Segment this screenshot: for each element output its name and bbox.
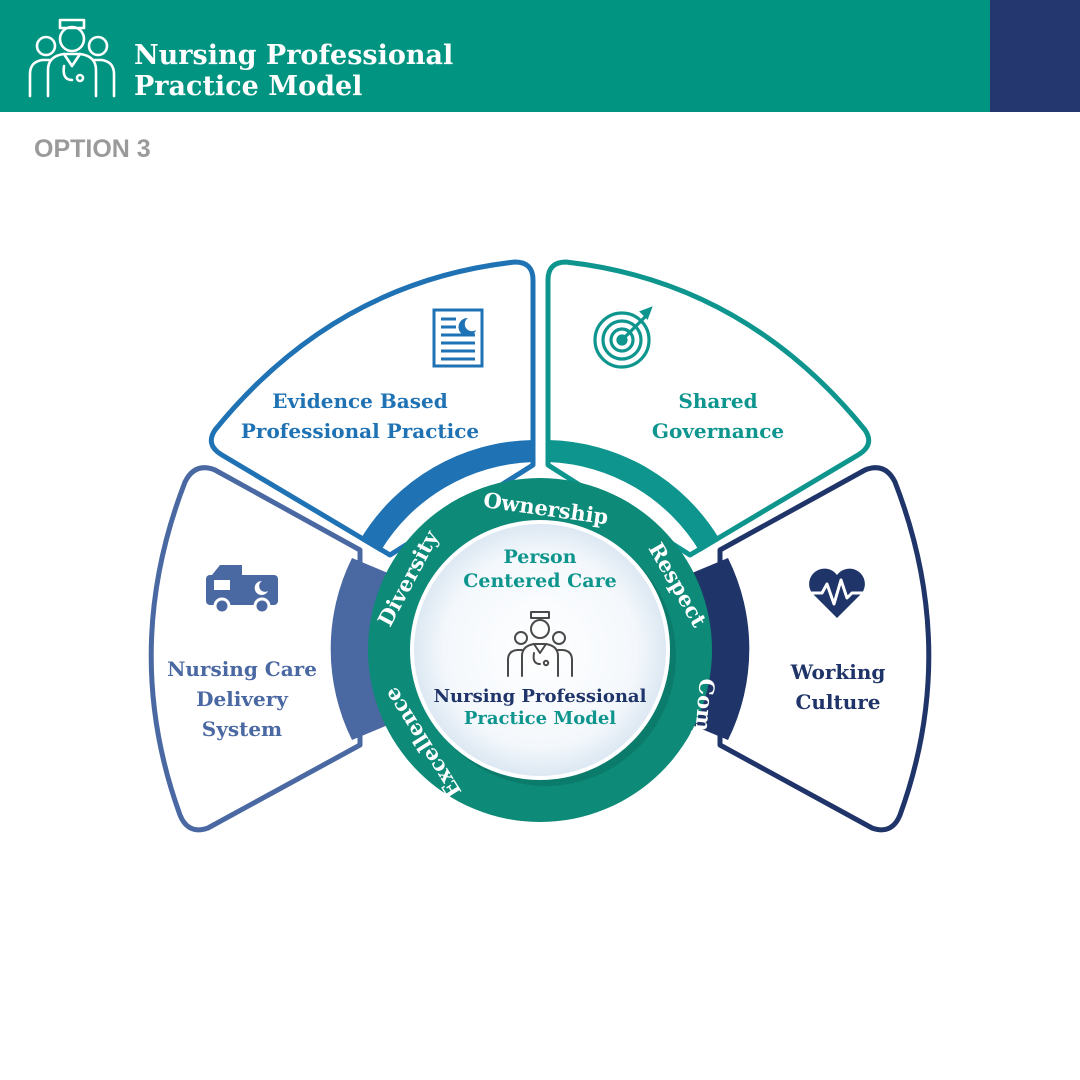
nurses-group-icon: [28, 18, 116, 98]
segment-nursing-care-delivery[interactable]: [148, 465, 363, 833]
label-nursing-care-delivery: Nursing Care Delivery System: [162, 654, 322, 744]
heart-pulse-icon: [808, 568, 866, 618]
center-line-1: Person: [503, 546, 577, 568]
option-label: OPTION 3: [34, 135, 151, 163]
center-nurses-group-icon: [507, 611, 573, 677]
segment-working-culture[interactable]: [717, 465, 932, 833]
header-bar: [0, 0, 1080, 112]
label-evidence-based-practice: Evidence Based Professional Practice: [240, 386, 480, 446]
label-governance-line-2: Governance: [651, 419, 785, 443]
label-delivery-line-1: Nursing Care: [167, 657, 317, 681]
center-circle: [410, 520, 670, 780]
header-title-line-1: Nursing Professional: [134, 40, 454, 71]
label-culture-line-1: Working: [790, 660, 886, 684]
document-moon-icon: [432, 308, 484, 368]
center-person-centered-care: Person Centered Care: [440, 545, 640, 593]
center-title-line-1: Nursing Professional: [433, 686, 647, 707]
center-line-2: Centered Care: [463, 570, 617, 592]
ring-quadrant-evidence: [360, 440, 533, 552]
center-model-title: Nursing Professional Practice Model: [420, 686, 660, 730]
ambulance-icon: [206, 565, 278, 615]
label-delivery-line-3: System: [201, 717, 283, 741]
label-working-culture: Working Culture: [768, 657, 908, 717]
label-governance-line-1: Shared: [678, 389, 758, 413]
center-title-line-2: Practice Model: [463, 708, 617, 729]
label-delivery-line-2: Delivery: [196, 687, 288, 711]
label-evidence-line-1: Evidence Based: [272, 389, 448, 413]
label-evidence-line-2: Professional Practice: [240, 419, 480, 443]
header-title-line-2: Practice Model: [134, 71, 363, 102]
label-shared-governance: Shared Governance: [638, 386, 798, 446]
header-accent-block: [990, 0, 1080, 112]
target-icon: [593, 306, 653, 369]
ring-quadrant-governance: [548, 440, 720, 552]
label-culture-line-2: Culture: [795, 690, 881, 714]
header-title: Nursing Professional Practice Model: [134, 40, 453, 102]
